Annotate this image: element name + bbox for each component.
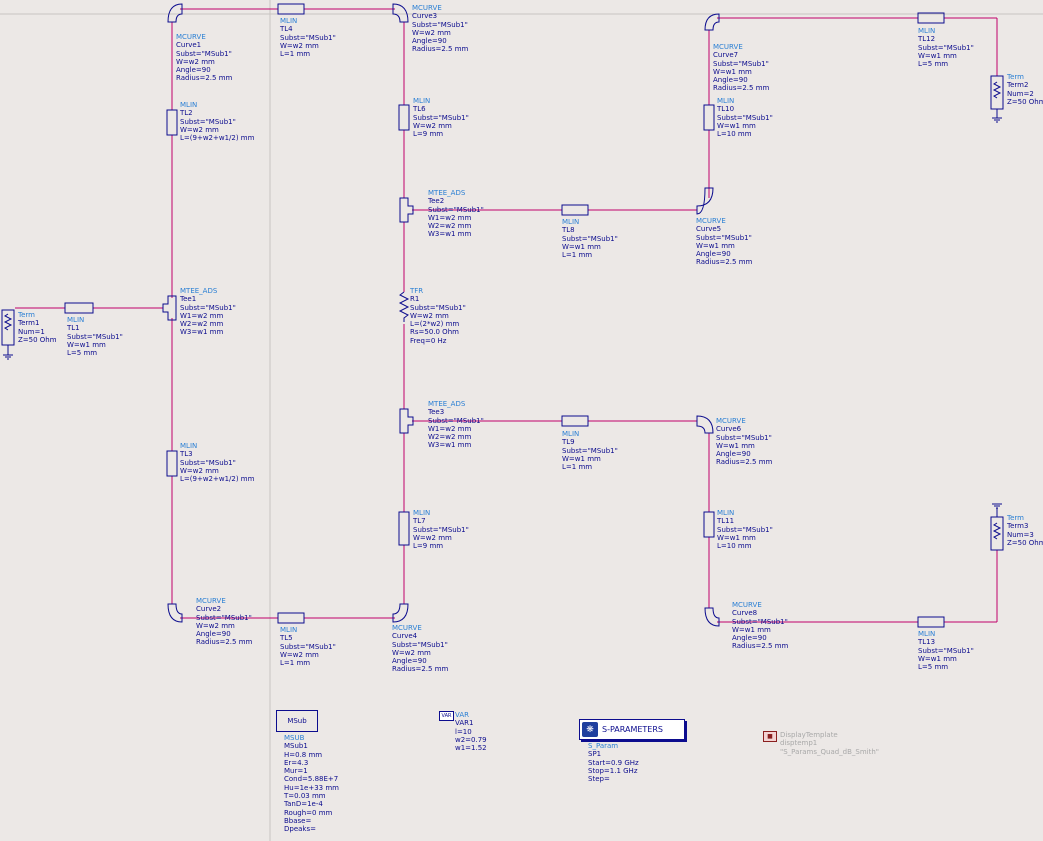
tl9-symbol <box>561 415 589 427</box>
tee-parts <box>162 197 414 434</box>
curve3-symbol <box>392 3 409 23</box>
curve5-symbol <box>696 187 714 215</box>
s-parameters-block[interactable]: ❋ S-PARAMETERS <box>579 719 685 740</box>
curve4-symbol <box>392 603 409 623</box>
display-template-icon[interactable]: ■ <box>763 731 777 742</box>
curve7-symbol <box>704 13 720 31</box>
r1-resistor-symbol <box>398 291 410 322</box>
wires <box>15 8 998 623</box>
term2-symbol <box>990 75 1004 123</box>
term1-symbol <box>1 309 15 360</box>
tl4-symbol <box>277 3 305 15</box>
curve6-symbol <box>696 415 714 434</box>
tl2-symbol <box>166 109 178 136</box>
tl7-symbol <box>398 511 410 546</box>
tl1-symbol <box>64 302 94 314</box>
tl8-symbol <box>561 204 589 216</box>
s-parameters-icon: ❋ <box>582 722 598 737</box>
curve8-symbol <box>704 607 720 627</box>
tl6-symbol <box>398 104 410 131</box>
tl12-symbol <box>917 12 945 24</box>
var-icon[interactable]: VAR <box>439 711 454 721</box>
tl11-symbol <box>703 511 715 538</box>
tl5-symbol <box>277 612 305 624</box>
tl10-symbol <box>703 104 715 131</box>
term3-symbol <box>990 503 1004 551</box>
msub-block[interactable]: MSub <box>276 710 318 732</box>
tee1-symbol <box>162 295 177 321</box>
curve1-symbol <box>167 3 183 23</box>
s-parameters-title: S-PARAMETERS <box>602 725 663 734</box>
curve-parts <box>167 3 720 627</box>
tee3-symbol <box>399 408 414 434</box>
tee2-symbol <box>399 197 414 223</box>
tl13-symbol <box>917 616 945 628</box>
mlin-parts <box>64 3 945 628</box>
curve2-symbol <box>167 603 183 623</box>
tl3-symbol <box>166 450 178 477</box>
